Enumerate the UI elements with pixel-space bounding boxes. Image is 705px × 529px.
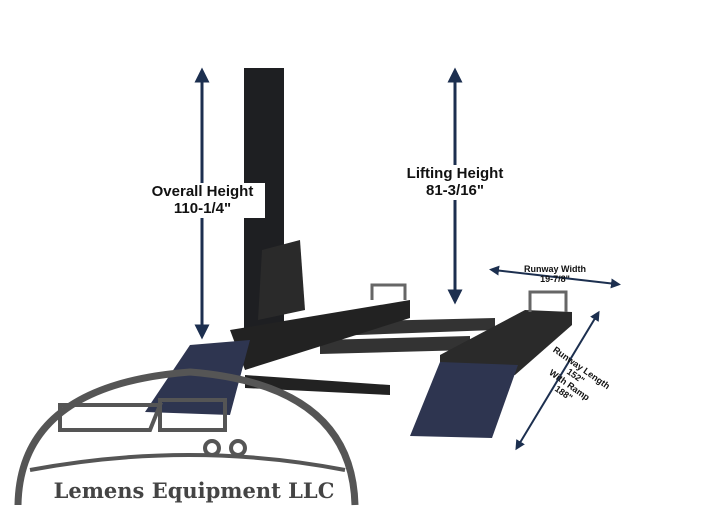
- runway-length-arrow: [515, 310, 600, 451]
- left-ramp: [145, 340, 250, 415]
- label-text: Runway Width: [524, 264, 586, 274]
- crossbar: [320, 336, 470, 354]
- value-text: 19-7/8": [540, 274, 570, 285]
- logo-text: Lemens Equipment LLC: [53, 478, 335, 503]
- runway-width-arrow: [489, 265, 621, 289]
- label-text: Overall Height: [151, 183, 254, 200]
- runway-width-label: Runway Width 19-7/8": [515, 264, 595, 285]
- company-logo: [14, 368, 359, 506]
- value-text: 110-1/4": [173, 200, 232, 218]
- lifting-height-label: Lifting Height 81-3/16": [395, 165, 515, 200]
- column-base: [258, 240, 305, 320]
- right-ramp: [410, 362, 518, 438]
- overall-height-label: Overall Height 110-1/4": [140, 183, 265, 218]
- label-text: Lifting Height: [406, 165, 504, 182]
- value-text: 81-3/16": [426, 182, 484, 200]
- left-arm: [245, 375, 390, 395]
- runway-handle: [370, 283, 568, 312]
- left-runway: [230, 300, 410, 370]
